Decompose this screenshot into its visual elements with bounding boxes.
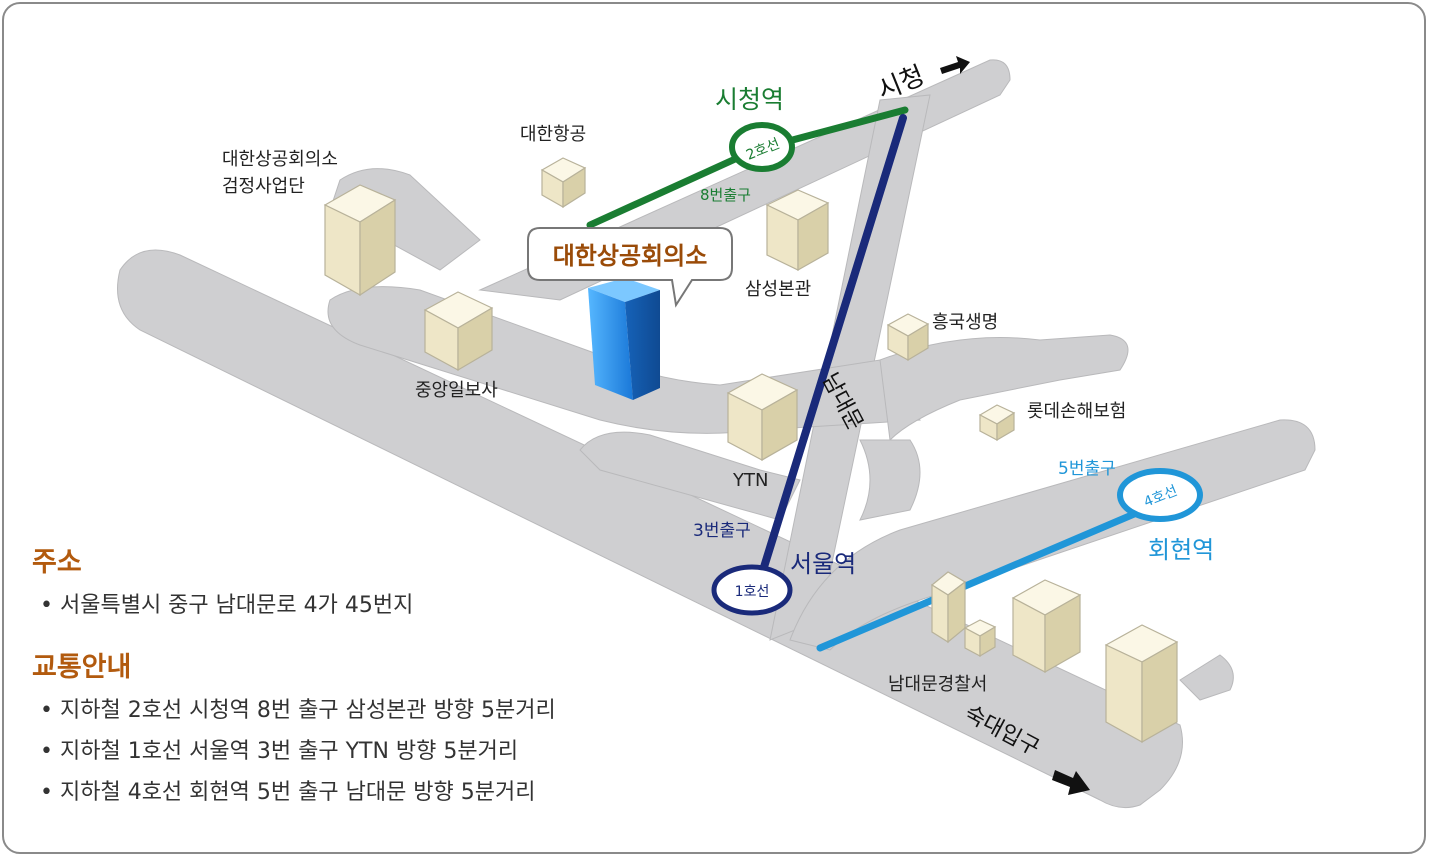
road-right-horizontal xyxy=(879,334,1129,442)
badge-line1: 1호선 xyxy=(711,564,793,616)
road-right-lower xyxy=(1179,654,1234,701)
building-main-kcci xyxy=(588,278,660,400)
badge-line4: 4호선 xyxy=(1117,468,1203,522)
label-kcci-exam-1: 대한상공회의소 xyxy=(222,149,338,170)
label-kcci-exam-2: 검정사업단 xyxy=(222,176,305,197)
transport-item-line2: 지하철 2호선 시청역 8번 출구 삼성본관 방향 5분거리 xyxy=(40,692,732,724)
building-right-2 xyxy=(1104,624,1179,744)
info-panel: 주소 서울특별시 중구 남대문로 4가 45번지 교통안내 지하철 2호선 시청… xyxy=(32,540,732,815)
badge-line2: 2호선 xyxy=(729,122,795,172)
transport-item-line4: 지하철 4호선 회현역 5번 출구 남대문 방향 5분거리 xyxy=(40,774,732,806)
transport-item-line1: 지하철 1호선 서울역 3번 출구 YTN 방향 5분거리 xyxy=(40,733,732,765)
label-heungkuk: 흥국생명 xyxy=(932,312,998,333)
label-samsung: 삼성본관 xyxy=(745,279,811,300)
building-kcci-exam xyxy=(323,184,397,297)
building-korean-air xyxy=(540,157,587,209)
label-exit-3: 3번출구 xyxy=(693,521,751,541)
address-title: 주소 xyxy=(32,547,82,578)
main-callout: 대한상공회의소 xyxy=(527,227,733,308)
badge-line1-label: 1호선 xyxy=(735,584,770,600)
subway-line-1 xyxy=(756,114,907,584)
building-samsung xyxy=(765,189,830,272)
label-joongang: 중앙일보사 xyxy=(415,380,498,401)
label-lotte: 롯데손해보험 xyxy=(1027,401,1126,422)
road-left-vertical xyxy=(859,439,921,521)
label-exit-5: 5번출구 xyxy=(1058,459,1116,479)
building-lotte xyxy=(978,404,1016,442)
building-ytn xyxy=(726,373,799,462)
label-station-hoehyeon: 회현역 xyxy=(1148,536,1214,564)
road-middle-horizontal xyxy=(579,431,801,521)
building-right-1 xyxy=(1011,579,1082,674)
label-korean-air: 대한항공 xyxy=(520,124,586,145)
arrow-right-icon xyxy=(940,56,970,74)
label-station-cityhall: 시청역 xyxy=(715,85,784,114)
building-police xyxy=(930,571,997,658)
road-main-diagonal xyxy=(117,249,1183,809)
transport-title: 교통안내 xyxy=(32,652,132,683)
main-building-label: 대한상공회의소 xyxy=(553,242,708,270)
arrow-right-icon xyxy=(1052,770,1090,795)
label-police: 남대문경찰서 xyxy=(888,674,987,695)
building-heungkuk xyxy=(886,313,930,362)
label-station-seoul: 서울역 xyxy=(790,550,856,578)
address-item: 서울특별시 중구 남대문로 4가 45번지 xyxy=(40,587,732,619)
label-exit-8: 8번출구 xyxy=(700,186,751,204)
label-ytn: YTN xyxy=(732,470,768,491)
building-joongang xyxy=(423,291,494,372)
